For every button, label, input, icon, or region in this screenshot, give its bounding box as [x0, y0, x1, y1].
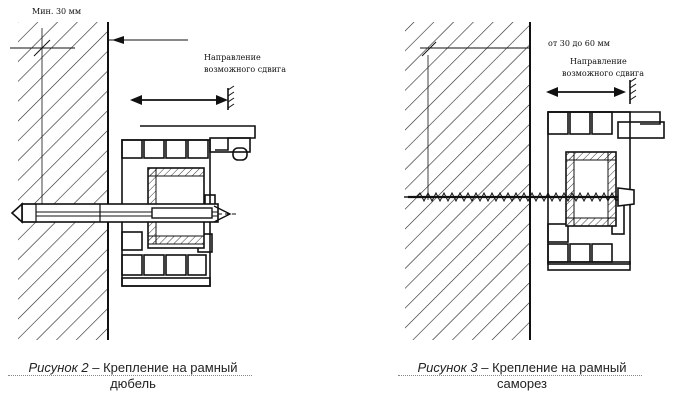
caption-text-left-2: дюбель — [110, 376, 156, 391]
caption-rule-right — [398, 375, 642, 376]
steel-reinforcement-right — [565, 151, 617, 227]
wall-left — [18, 22, 109, 340]
caption-text-left: Крепление на рамный — [103, 360, 238, 375]
dimension-label-left: Мин. 30 мм — [32, 7, 81, 16]
direction-label-left-1: Направление — [204, 53, 261, 62]
figure-caption-right: Рисунок 3 – Крепление на рамный саморез — [398, 360, 646, 392]
direction-label-right-1: Направление — [570, 57, 627, 66]
figure-frame-screw: от 30 до 60 мм Направление возможного сд… — [404, 22, 665, 340]
caption-text-right: Крепление на рамный — [492, 360, 627, 375]
caption-text-right-2: саморез — [496, 376, 548, 391]
caption-dash-left: – — [88, 360, 104, 375]
shift-direction-right: Направление возможного сдвига — [546, 57, 644, 104]
figure-caption-left: Рисунок 2 – Крепление на рамный дюбель — [8, 360, 258, 392]
direction-label-left-2: возможного сдвига — [204, 65, 286, 74]
caption-dash-right: – — [477, 360, 493, 375]
caption-rule-left — [8, 375, 252, 376]
dimension-min-30mm: Мин. 30 мм — [10, 7, 81, 220]
shift-direction-left: Направление возможного сдвига — [108, 36, 286, 110]
window-frame-profile-right — [547, 111, 665, 271]
frame-dowel — [10, 202, 238, 224]
dimension-label-right: от 30 до 60 мм — [548, 39, 610, 48]
dimension-30-60mm: от 30 до 60 мм — [420, 39, 610, 200]
frame-screw — [404, 187, 635, 207]
direction-label-right-2: возможного сдвига — [562, 69, 644, 78]
figure-number-right: Рисунок 3 — [417, 360, 478, 375]
wall-right — [405, 22, 531, 340]
figure-number-left: Рисунок 2 — [28, 360, 89, 375]
figure-frame-dowel: Мин. 30 мм Направление возможного сдвига — [10, 7, 286, 340]
